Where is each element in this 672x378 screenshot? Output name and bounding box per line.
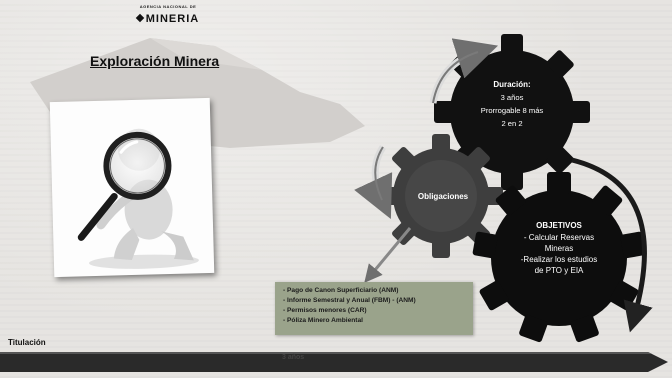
list-item: Póliza Minero Ambiental <box>283 316 473 326</box>
brand-name: MINERIA <box>145 13 200 25</box>
duration-line: Prorrogable 8 más <box>480 106 544 115</box>
page-title: Exploración Minera <box>90 53 220 69</box>
timeline-label: Titulación <box>8 338 46 347</box>
brand-logo: AGENCIA NACIONAL DE MINERIA <box>128 4 208 27</box>
objectives-text: OBJETIVOS - Calcular Reservas Mineras -R… <box>499 219 619 276</box>
brand-subtitle: AGENCIA NACIONAL DE <box>139 4 197 9</box>
duration-line: 3 años <box>500 93 524 102</box>
objectives-line: - Calcular Reservas <box>523 233 595 242</box>
magnifying-glass-figure-icon <box>77 128 199 269</box>
obligations-label: Obligaciones <box>417 192 469 201</box>
obligations-list: Pago de Canon Superficiario (ANM) Inform… <box>275 282 473 326</box>
objectives-line: Mineras <box>544 244 574 253</box>
duration-line: 2 en 2 <box>501 119 523 128</box>
objectives-heading: OBJETIVOS <box>536 221 582 230</box>
list-item: Permisos menores (CAR) <box>283 306 473 316</box>
objectives-line: de PTO y EIA <box>534 266 584 275</box>
timeline-bar-text: 3 años <box>282 354 305 361</box>
objectives-line: -Realizar los estudios <box>520 255 598 264</box>
obligations-list-box: Pago de Canon Superficiario (ANM) Inform… <box>275 282 473 335</box>
duration-text: Duración: 3 años Prorrogable 8 más 2 en … <box>452 79 572 130</box>
timeline-bar <box>0 352 668 372</box>
objectives-arrow <box>571 157 653 333</box>
objectives-gear <box>472 172 646 343</box>
duration-heading: Duración: <box>493 80 531 89</box>
photo-card <box>49 97 215 278</box>
connector-arrow <box>364 227 412 283</box>
list-item: Pago de Canon Superficiario (ANM) <box>283 286 473 296</box>
list-item: Informe Semestral y Anual (FBM) - (ANM) <box>283 296 473 306</box>
